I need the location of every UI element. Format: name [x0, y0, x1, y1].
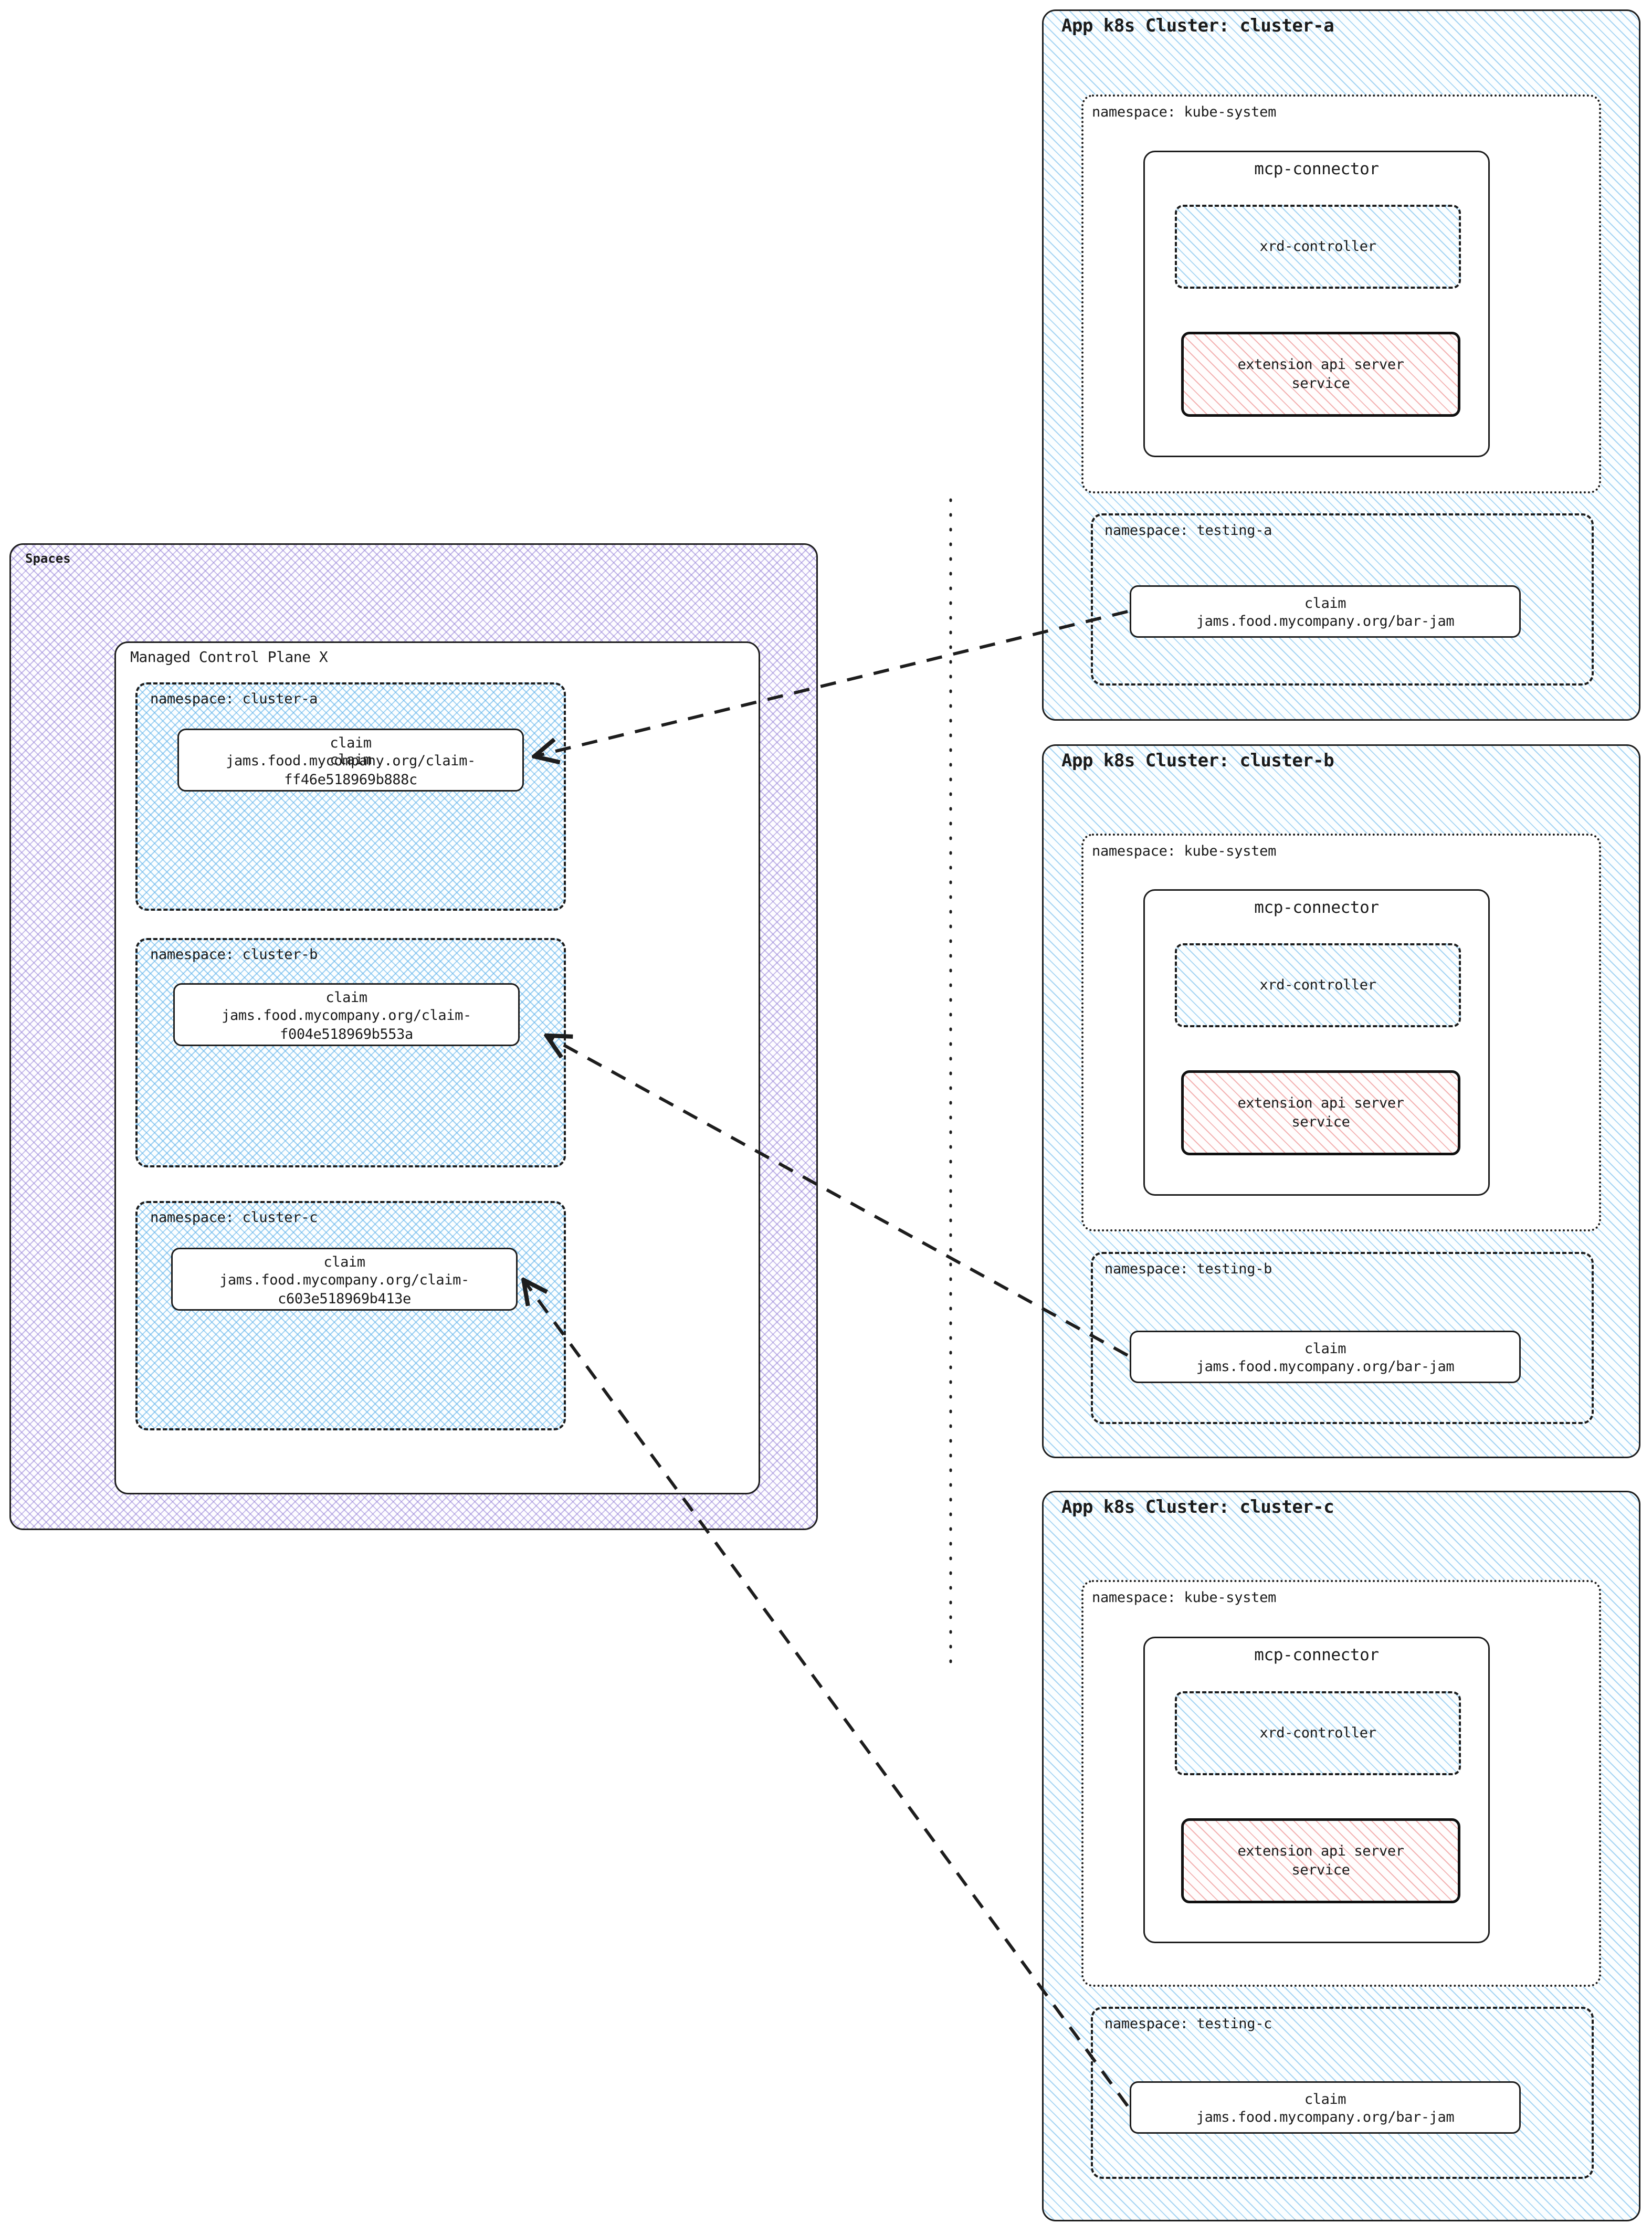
namespace-cluster-a-label: namespace: cluster-a — [150, 691, 318, 707]
cluster-c-testing-claim-label: claim — [1304, 2091, 1346, 2107]
cluster-c-testing-claim[interactable] — [1130, 2081, 1521, 2134]
cluster-b-testing-claim-label: claim — [1304, 1341, 1346, 1357]
claim-node-cluster-c[interactable] — [171, 1248, 518, 1311]
cluster-a-mcp-connector-label: mcp-connector — [1254, 160, 1379, 178]
cluster-c-testing-claim-ref: jams.food.mycompany.org/bar-jam — [1196, 2109, 1455, 2125]
claim-node-cluster-c-label: claim — [323, 1254, 365, 1270]
cluster-c-testing-namespace-label: namespace: testing-c — [1104, 2016, 1272, 2032]
cluster-b-xrd-controller[interactable]: xrd-controller — [1175, 943, 1461, 1027]
cluster-panel-c-title: App k8s Cluster: cluster-c — [1061, 1497, 1334, 1518]
namespace-cluster-c-label: namespace: cluster-c — [150, 1209, 318, 1226]
claim-node-cluster-a-ref: jams.food.mycompany.org/claim- ff46e5189… — [226, 753, 476, 788]
cluster-b-testing-claim-ref: jams.food.mycompany.org/bar-jam — [1196, 1358, 1455, 1375]
cluster-b-testing-claim[interactable] — [1130, 1331, 1521, 1383]
cluster-a-testing-claim-label: claim — [1304, 595, 1346, 612]
claim-node-cluster-b-label: claim — [325, 989, 367, 1006]
cluster-a-extension-api-server[interactable]: extension api server service — [1181, 332, 1460, 417]
namespace-cluster-c — [135, 1201, 566, 1430]
claim-node-cluster-a-text: claim — [179, 730, 522, 790]
cluster-b-xrd-controller-label: xrd-controller — [1259, 976, 1376, 993]
claim-node-cluster-b-ref: jams.food.mycompany.org/claim- f004e5189… — [222, 1007, 471, 1042]
cluster-panel-a-title: App k8s Cluster: cluster-a — [1061, 15, 1334, 36]
claim-node-cluster-c-ref: jams.food.mycompany.org/claim- c603e5189… — [219, 1272, 469, 1307]
cluster-a-testing-claim-ref: jams.food.mycompany.org/bar-jam — [1196, 613, 1455, 629]
cluster-c-extension-api-server-label: extension api server service — [1237, 1842, 1404, 1878]
cluster-b-kube-system-label: namespace: kube-system — [1092, 843, 1277, 859]
managed-control-plane-title: Managed Control Plane X — [130, 648, 328, 666]
cluster-a-xrd-controller-label: xrd-controller — [1259, 238, 1376, 255]
claim-node-cluster-a-label: claim — [330, 735, 372, 751]
namespace-cluster-a — [135, 682, 566, 911]
cluster-b-testing-namespace-label: namespace: testing-b — [1104, 1261, 1272, 1277]
cluster-a-testing-namespace-label: namespace: testing-a — [1104, 522, 1272, 539]
cluster-a-xrd-controller[interactable]: xrd-controller — [1175, 205, 1461, 289]
cluster-c-mcp-connector-label: mcp-connector — [1254, 1646, 1379, 1664]
cluster-b-extension-api-server-label: extension api server service — [1237, 1094, 1404, 1130]
claim-node-cluster-a[interactable]: claim — [177, 729, 524, 792]
spaces-label: Spaces — [25, 551, 71, 566]
cluster-a-extension-api-server-label: extension api server service — [1237, 356, 1404, 392]
cluster-b-mcp-connector-label: mcp-connector — [1254, 898, 1379, 917]
namespace-cluster-b — [135, 938, 566, 1167]
cluster-a-testing-claim[interactable] — [1130, 585, 1521, 638]
cluster-c-extension-api-server[interactable]: extension api server service — [1181, 1818, 1460, 1903]
cluster-c-xrd-controller-label: xrd-controller — [1259, 1724, 1376, 1741]
claim-kind-a: claim — [330, 751, 372, 768]
claim-node-cluster-b[interactable] — [173, 983, 520, 1046]
cluster-c-xrd-controller[interactable]: xrd-controller — [1175, 1691, 1461, 1775]
cluster-c-kube-system-label: namespace: kube-system — [1092, 1589, 1277, 1606]
cluster-b-extension-api-server[interactable]: extension api server service — [1181, 1070, 1460, 1155]
cluster-a-kube-system-label: namespace: kube-system — [1092, 104, 1277, 120]
cluster-panel-b-title: App k8s Cluster: cluster-b — [1061, 750, 1334, 771]
namespace-cluster-b-label: namespace: cluster-b — [150, 946, 318, 963]
